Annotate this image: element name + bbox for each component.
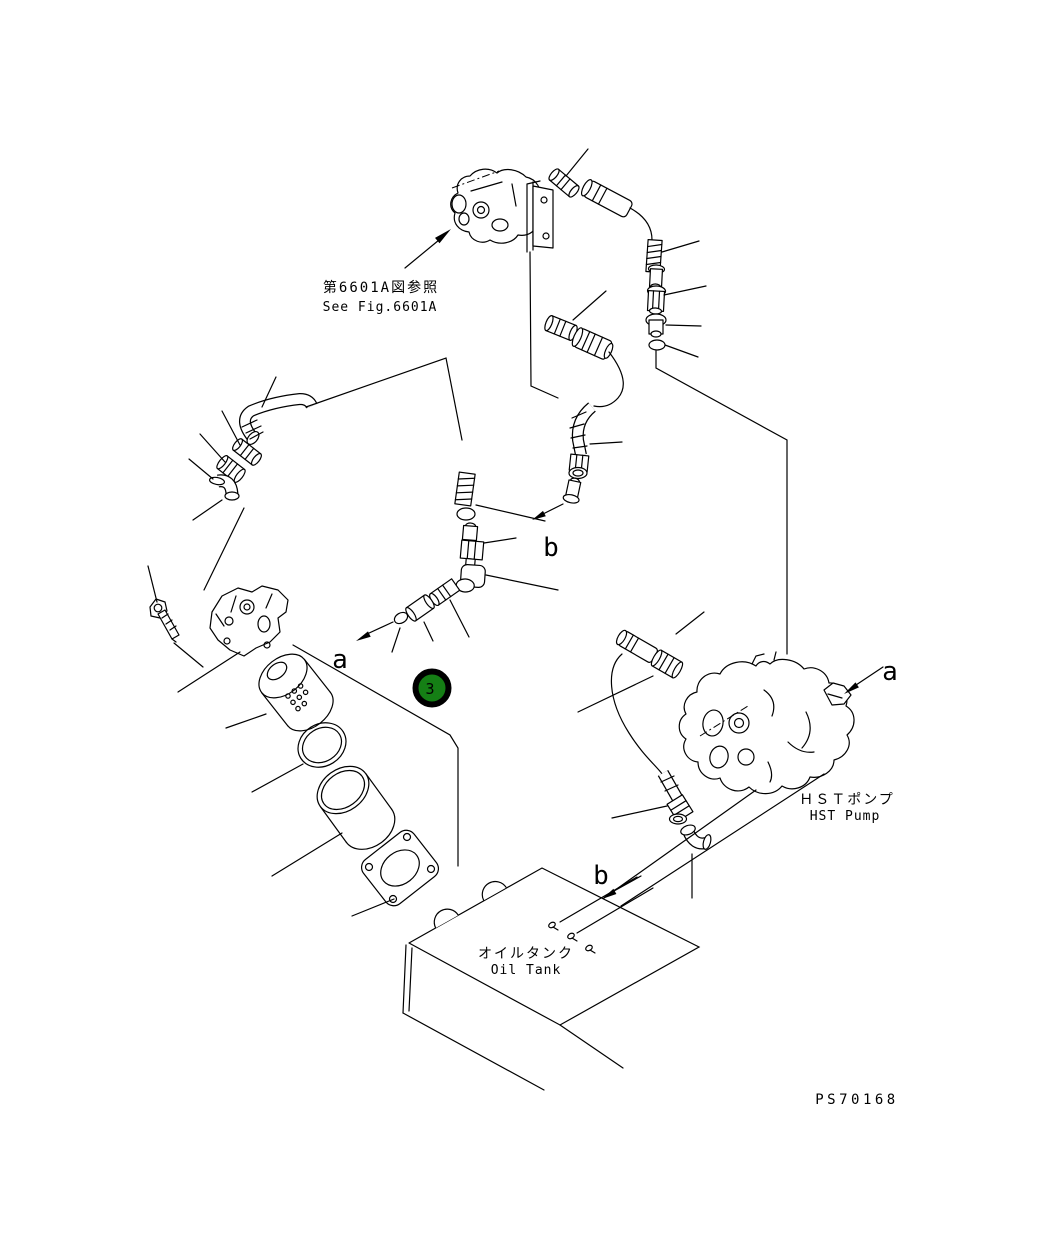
elbow-fitting bbox=[208, 474, 240, 501]
right-fitting-chain bbox=[645, 238, 788, 655]
section-arrow-a-mid bbox=[356, 621, 394, 641]
drawing-number: PS70168 bbox=[815, 1092, 899, 1108]
hst-pump-label-en: HST Pump bbox=[810, 809, 881, 824]
return-pipe-run bbox=[529, 251, 624, 504]
union-fitting bbox=[650, 649, 684, 679]
oil-tank-drawing bbox=[402, 867, 701, 1091]
callout-circle[interactable] bbox=[412, 668, 452, 708]
small-o-ring bbox=[393, 611, 409, 625]
plug-fitting bbox=[429, 578, 461, 607]
middle-fitting-chain bbox=[305, 357, 559, 653]
elbow-union bbox=[455, 563, 486, 593]
callout-number: 3 bbox=[425, 680, 434, 698]
cover-gasket bbox=[351, 829, 440, 917]
pump-mounting-bracket bbox=[526, 180, 554, 253]
small-connector bbox=[461, 522, 479, 542]
pump-outlet-fitting bbox=[548, 168, 580, 198]
filter-element bbox=[225, 653, 334, 732]
filter-sleeve bbox=[271, 765, 396, 877]
filter-head-drawing bbox=[177, 507, 289, 693]
o-ring bbox=[648, 339, 666, 351]
callout-balloon-3[interactable]: 3 bbox=[412, 668, 452, 708]
section-label-a-mid: a bbox=[332, 645, 348, 675]
hose-fitting-b bbox=[216, 455, 246, 483]
nipple-fitting bbox=[405, 594, 435, 622]
figure-reference-en: See Fig.6601A bbox=[323, 300, 438, 315]
flanged-fitting bbox=[645, 313, 667, 338]
tee-fitting bbox=[459, 539, 485, 568]
hst-pump-drawing bbox=[603, 651, 855, 907]
filter-o-ring bbox=[251, 722, 347, 793]
section-arrow-a-pump bbox=[844, 666, 884, 694]
section-arrow-b-tank bbox=[602, 875, 642, 899]
pump-inlet-hose-assembly bbox=[577, 611, 712, 899]
figure-reference-arrow bbox=[404, 229, 451, 269]
pump-outlet-hose-end bbox=[565, 148, 653, 241]
section-label-b-mid: b bbox=[543, 533, 559, 563]
section-label-b-tank: b bbox=[593, 861, 609, 891]
tank-screws bbox=[548, 921, 596, 954]
oil-tank-label-jp: オイルタンク bbox=[478, 946, 574, 962]
filter-element-stack bbox=[225, 644, 459, 917]
head-bolt bbox=[147, 565, 204, 668]
hex-nipple-fitting bbox=[646, 285, 667, 315]
union-fitting-b bbox=[571, 327, 614, 360]
union-fitting-a bbox=[544, 315, 578, 341]
hose-end-fitting bbox=[615, 629, 658, 663]
ring-fitting bbox=[456, 507, 476, 521]
b-view-fitting bbox=[562, 477, 582, 504]
section-label-a-pump: a bbox=[882, 657, 898, 687]
section-arrow-b-mid bbox=[532, 503, 564, 520]
left-hose-and-fittings bbox=[188, 376, 318, 521]
gear-pump-assembly-drawing bbox=[450, 168, 541, 244]
figure-reference-jp: 第6601A図参照 bbox=[323, 279, 439, 296]
oil-tank-label-en: Oil Tank bbox=[491, 963, 562, 978]
elbow-fitting-lower bbox=[680, 824, 712, 850]
hst-pump-label-jp: ＨＳＴポンプ bbox=[799, 792, 895, 808]
